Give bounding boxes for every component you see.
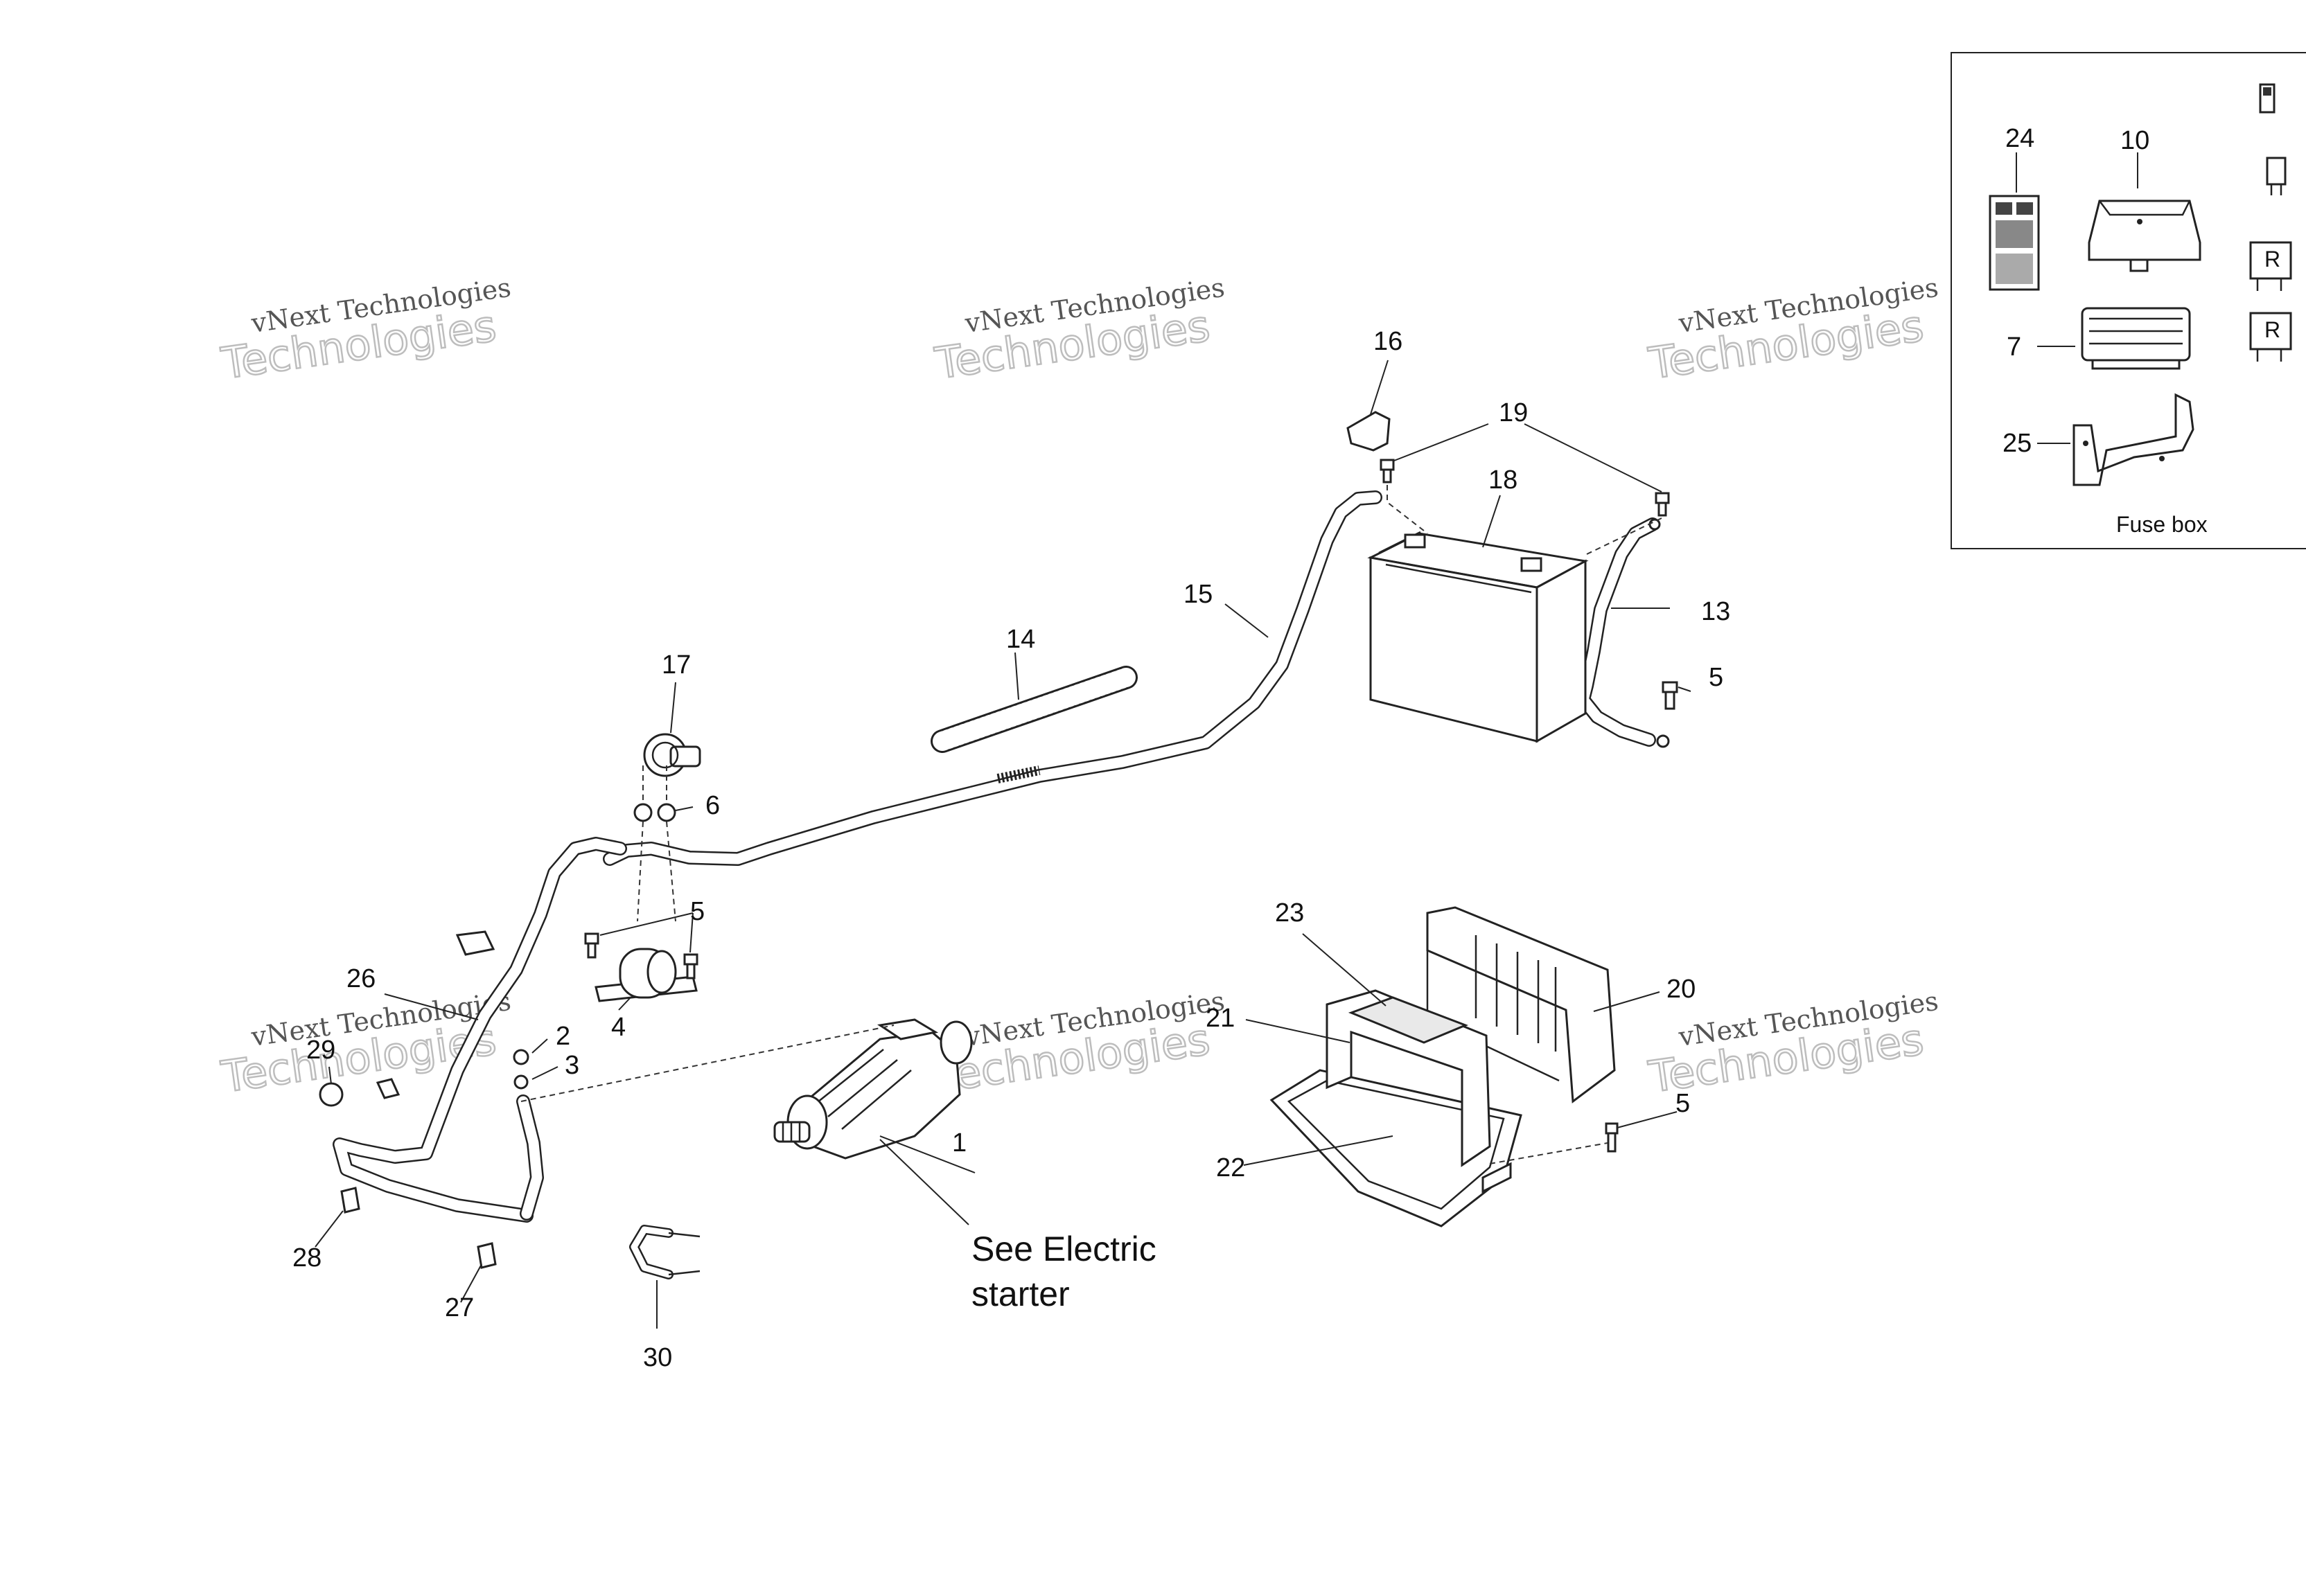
bolt-icon — [1380, 459, 1395, 484]
starter-note: See Electric starter — [971, 1230, 1156, 1313]
bolt-icon — [584, 932, 599, 959]
part-label-27: 27 — [445, 1293, 474, 1322]
grommet-icon — [319, 1082, 344, 1107]
fuse-box-bracket-part-25 — [2072, 393, 2194, 486]
part-label-23: 23 — [1275, 898, 1304, 928]
part-label-17: 17 — [662, 650, 691, 680]
bolt-icon — [1655, 492, 1670, 517]
part-label-30: 30 — [643, 1343, 672, 1372]
part-label-28: 28 — [292, 1243, 322, 1273]
relay-icon: R — [2249, 241, 2292, 291]
starter-note-line1: See Electric — [971, 1230, 1156, 1268]
part-label-14: 14 — [1006, 625, 1035, 654]
fuse-box-inset: R R Fuse box — [1951, 52, 2306, 549]
relay-icon: R — [2249, 312, 2292, 362]
part-label-5: 5 — [1675, 1089, 1690, 1118]
main-cable-part-15 — [603, 490, 1382, 866]
starter-cable — [516, 1094, 544, 1221]
fuse-box-frame — [1951, 52, 2306, 549]
grommet-icon — [376, 1078, 401, 1099]
leader-lines — [315, 360, 1691, 1329]
battery-pad-part-23 — [1348, 996, 1469, 1044]
relay-mark: R — [2264, 317, 2280, 342]
relay-mark: R — [2264, 247, 2280, 272]
watermark: Technologies vNext Technologies — [931, 986, 1227, 1103]
part-label-21: 21 — [1206, 1004, 1235, 1033]
part-label-6: 6 — [705, 791, 720, 820]
part-label-29: 29 — [306, 1036, 335, 1065]
part-label-7: 7 — [2007, 332, 2021, 362]
part-label-16: 16 — [1373, 327, 1402, 356]
battery-part-18 — [1367, 531, 1589, 743]
jumper-cable-part-30 — [629, 1225, 701, 1279]
part-labels: 1 2 3 4 5 5 5 6 7 10 13 14 15 16 17 18 1… — [292, 124, 2149, 1372]
part-label-15: 15 — [1183, 580, 1213, 609]
conduit-part-14 — [931, 666, 1138, 753]
ground-cable-part-13 — [1576, 517, 1670, 748]
nut-icon — [513, 1049, 529, 1065]
terminal-boot-part-17 — [643, 733, 701, 777]
fuse-icon — [2259, 83, 2276, 114]
part-label-24: 24 — [2005, 124, 2034, 153]
battery-holder-part-20 — [1426, 906, 1616, 1103]
fuse-icon — [2266, 157, 2287, 195]
bolt-icon — [1605, 1122, 1619, 1153]
bolt-icon — [683, 953, 698, 979]
part-label-25: 25 — [2003, 429, 2032, 458]
watermark: Technologies vNext Technologies — [931, 272, 1227, 390]
part-label-4: 4 — [611, 1013, 626, 1042]
starter-motor-part-1 — [773, 1018, 973, 1160]
solenoid-part-4 — [595, 948, 698, 1002]
part-label-2: 2 — [556, 1022, 570, 1051]
part-label-26: 26 — [346, 964, 376, 993]
part-label-19: 19 — [1499, 398, 1528, 427]
part-label-5: 5 — [690, 897, 705, 926]
terminal-boot-part-16 — [1346, 411, 1391, 452]
clip-icon — [340, 1187, 360, 1214]
watermark: Technologies vNext Technologies — [1645, 272, 1941, 390]
part-label-3: 3 — [565, 1051, 579, 1080]
starter-note-line2: starter — [971, 1275, 1070, 1313]
nut-icon — [633, 803, 653, 822]
bolt-icon — [1662, 681, 1678, 710]
washer-icon — [513, 1074, 529, 1090]
assembly-dashed-lines — [520, 485, 1662, 1164]
fuse-chart-part-24 — [1989, 195, 2040, 291]
watermark: Technologies vNext Technologies — [218, 272, 513, 390]
part-label-18: 18 — [1488, 466, 1517, 495]
grommet-icon — [455, 930, 495, 956]
part-label-20: 20 — [1666, 975, 1696, 1004]
fuse-box-caption: Fuse box — [2116, 512, 2208, 537]
nut-icon — [657, 803, 676, 822]
fuse-box-cover-part-10 — [2088, 200, 2201, 272]
part-label-10: 10 — [2120, 126, 2149, 155]
part-label-22: 22 — [1216, 1153, 1245, 1182]
lower-cable-part-26 — [333, 837, 627, 1223]
part-label-5: 5 — [1709, 663, 1723, 692]
part-label-1: 1 — [952, 1128, 967, 1158]
clip-icon — [477, 1242, 497, 1269]
fuse-box-base-part-7 — [2081, 307, 2191, 370]
part-label-13: 13 — [1701, 597, 1730, 626]
